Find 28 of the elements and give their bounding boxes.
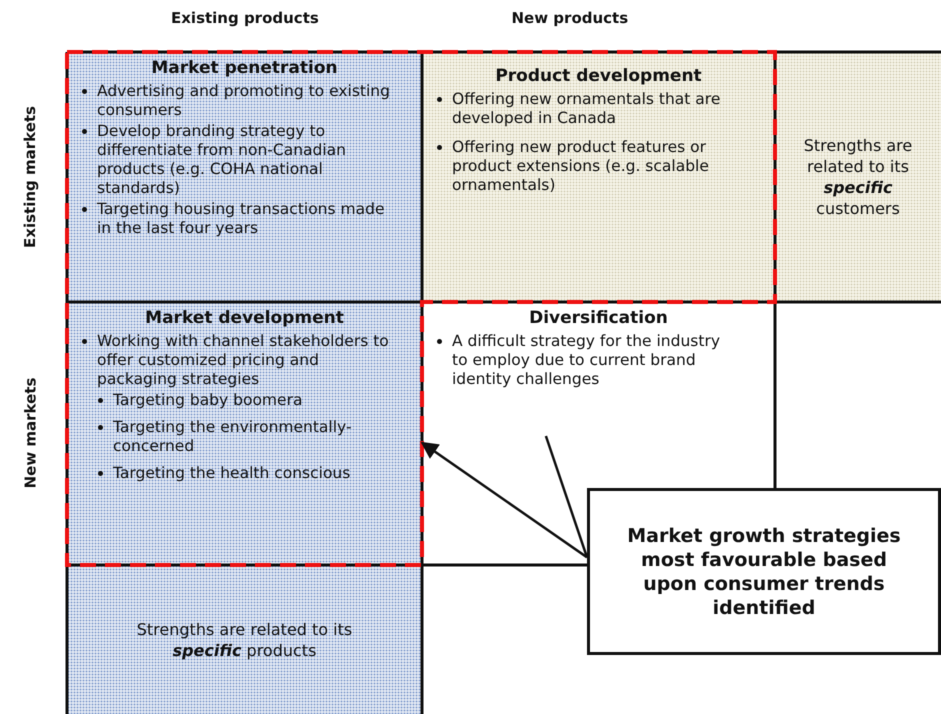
bullet-point: Targeting housing transactions made in the last four years: [97, 200, 384, 237]
column-header: New products: [512, 9, 628, 27]
matrix-cell: [67, 52, 422, 302]
bullet-point: Working with channel stakeholders to offer customized pricing and packaging strategies: [97, 332, 389, 388]
bullet-point: Advertising and promoting to existing consumers: [97, 82, 390, 119]
matrix-cell: [422, 52, 775, 302]
bullet-point: Offering new product features or product extensions (e.g. scalable ornamentals): [452, 138, 709, 194]
matrix-cell: [67, 565, 422, 714]
cell-heading: Market development: [144, 308, 345, 328]
cell-heading: Market penetration: [150, 58, 339, 78]
connector-line: [544, 436, 588, 558]
row-header: Existing markets: [20, 106, 39, 248]
matrix-cell: [775, 52, 941, 302]
bullet-point: Develop branding strategy to differentiate from non-Canadian products (e.g. COHA national standards): [97, 122, 346, 197]
arrow: [420, 442, 588, 558]
matrix-cell: [67, 302, 422, 565]
bullet-point: A difficult strategy for the industry to employ due to current brand identity challenges: [452, 332, 720, 388]
callout-box: Market growth strategies most favourable based upon consumer trends identified: [587, 488, 941, 655]
bullet-point: Offering new ornamentals that are developed in Canada: [452, 90, 720, 127]
bullet-point: Targeting the environmentally-concerned: [113, 418, 352, 455]
cell-text: Strengths are related to its specific customers: [802, 135, 914, 219]
cell-heading: Product development: [494, 66, 703, 86]
cell-text: Strengths are related to its specific products: [136, 618, 354, 660]
bullet-point: Targeting baby boomera: [113, 391, 302, 409]
bullet-point: Targeting the health conscious: [113, 464, 350, 482]
column-header: Existing products: [171, 9, 319, 27]
row-header: New markets: [20, 378, 39, 488]
cell-heading: Diversification: [528, 308, 669, 328]
